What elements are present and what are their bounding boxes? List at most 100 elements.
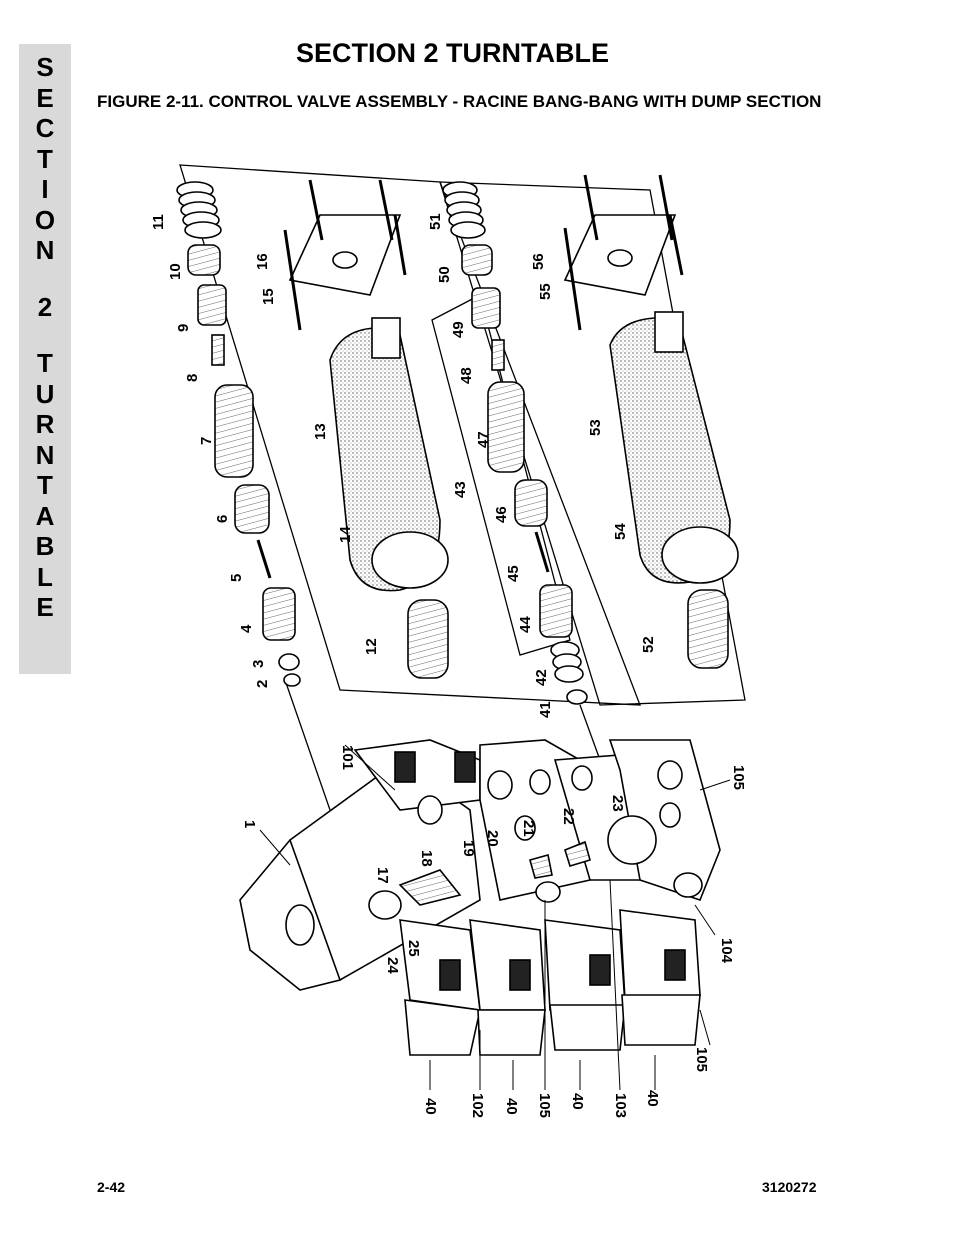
spool-6 (234, 484, 270, 534)
callout-label: 3 (250, 660, 267, 668)
page-number: 2-42 (97, 1179, 126, 1195)
sleeve-7 (214, 384, 254, 478)
callout-label: 40 (503, 1098, 520, 1115)
side-letter: B (35, 531, 55, 561)
side-letter: T (37, 143, 53, 174)
side-letter: S (36, 52, 54, 82)
callout-label: 44 (517, 616, 534, 633)
pin-8 (211, 334, 225, 366)
callout-label: 105 (730, 765, 747, 790)
armature-12 (407, 599, 449, 679)
callout-label: 101 (339, 745, 356, 770)
callout-label: 41 (537, 701, 554, 718)
callout-label: 4 (238, 624, 255, 633)
callout-label: 25 (405, 940, 422, 957)
lower-actuators (394, 751, 701, 1056)
callout-label: 20 (484, 830, 501, 847)
callout-label: 50 (436, 266, 453, 283)
exploded-view-drawing: 11 10 9 8 7 6 5 4 3 2 16 15 13 14 12 51 … (150, 164, 747, 1118)
side-letter: U (35, 378, 55, 409)
callout-label: 10 (167, 263, 184, 280)
tube-14 (371, 531, 449, 589)
callout-label: 104 (718, 938, 735, 964)
callout-label: 18 (418, 850, 435, 867)
callout-label: 21 (520, 820, 537, 837)
left-component-stack (176, 181, 301, 687)
side-letter: 2 (37, 291, 53, 322)
callout-label: 48 (458, 367, 475, 384)
side-letter: I (41, 174, 49, 204)
callout-label: 40 (644, 1090, 661, 1107)
callout-label: 17 (374, 867, 391, 884)
rod-5 (256, 539, 272, 579)
middle-component-stack (442, 181, 588, 705)
callout-label: 16 (254, 253, 271, 270)
side-letter: C (35, 113, 55, 143)
spring-icon (442, 181, 486, 239)
callout-label: 23 (609, 795, 626, 812)
section-title: SECTION 2 TURNTABLE (296, 38, 610, 68)
connector-terminal (371, 317, 401, 359)
section-side-tab: S E C T I O N 2 T U R N T A B L E (19, 44, 71, 674)
nut-104 (673, 872, 703, 898)
solenoid-assembly-right (563, 174, 739, 669)
callout-label: 43 (452, 481, 469, 498)
callout-label: 55 (537, 283, 554, 300)
side-letter: R (35, 409, 55, 439)
callout-label: 14 (337, 526, 354, 543)
document-number: 3120272 (762, 1179, 817, 1195)
callout-label: 45 (505, 565, 522, 582)
callout-label: 51 (427, 213, 444, 230)
callout-label: 54 (612, 523, 629, 540)
callout-label: 15 (260, 288, 277, 305)
side-letter: N (35, 439, 55, 470)
callout-label: 47 (475, 431, 492, 448)
figure-caption: FIGURE 2-11. CONTROL VALVE ASSEMBLY - RA… (97, 92, 822, 111)
callout-label: 7 (198, 437, 215, 445)
callout-labels: 11 10 9 8 7 6 5 4 3 2 16 15 13 14 12 51 … (150, 213, 747, 1118)
callout-label: 53 (587, 419, 604, 436)
callout-label: 40 (569, 1093, 586, 1110)
callout-label: 56 (530, 253, 547, 270)
callout-label: 24 (384, 957, 401, 974)
ring-2 (283, 673, 301, 687)
poppet-10 (187, 244, 221, 276)
callout-label: 103 (612, 1093, 629, 1118)
side-letter: N (35, 235, 55, 265)
callout-label: 52 (640, 636, 657, 653)
side-letter: T (37, 348, 53, 378)
side-letter: L (37, 561, 53, 592)
callout-label: 49 (450, 321, 467, 338)
callout-label: 22 (560, 808, 577, 825)
solenoid-assembly-left (283, 179, 449, 679)
callout-label: 1 (241, 820, 258, 828)
group-outline-lines (179, 164, 746, 811)
callout-label: 11 (150, 214, 167, 230)
side-letter: E (36, 592, 54, 622)
side-letter: E (36, 82, 54, 113)
side-letter: A (35, 500, 55, 531)
callout-label: 40 (422, 1098, 439, 1115)
callout-label: 46 (493, 506, 510, 523)
callout-label: 6 (214, 515, 231, 523)
callout-label: 9 (175, 324, 192, 332)
callout-label: 102 (469, 1093, 486, 1118)
plug-23 (607, 815, 657, 865)
callout-label: 2 (254, 680, 271, 688)
callout-label: 105 (693, 1047, 710, 1072)
callout-label: 8 (184, 374, 201, 382)
ball-3 (278, 653, 300, 671)
callout-label: 105 (536, 1093, 553, 1118)
callout-label: 19 (460, 840, 477, 857)
callout-label: 42 (533, 669, 550, 686)
plunger-9 (197, 284, 227, 326)
side-tab-letters: S E C T I O N 2 T U R N T A B L E (19, 52, 71, 623)
spring-icon (176, 181, 222, 239)
side-letter: O (34, 204, 56, 235)
callout-label: 13 (312, 423, 329, 440)
callout-leaders (259, 744, 731, 1091)
side-letter: T (37, 470, 53, 500)
callout-label: 5 (228, 574, 245, 582)
seat-4 (262, 587, 296, 641)
callout-label: 12 (363, 638, 380, 655)
